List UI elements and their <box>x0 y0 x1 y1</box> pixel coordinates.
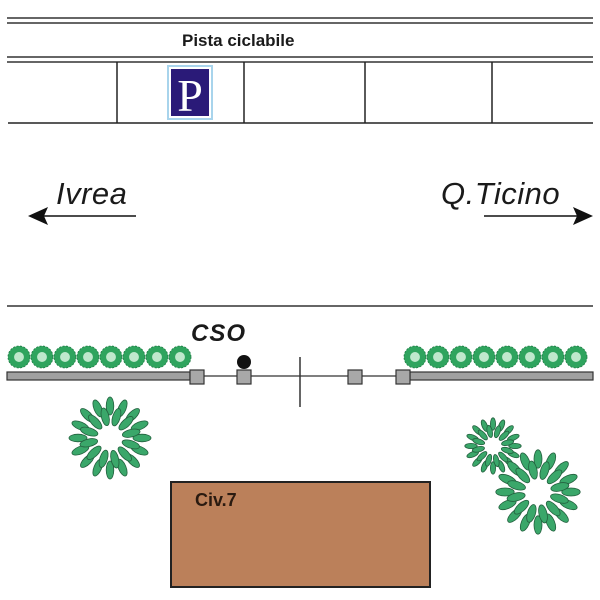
shrub-icon <box>53 345 77 369</box>
wall-left <box>6 371 191 381</box>
cso-marker-icon <box>237 355 251 369</box>
wall-right <box>409 371 594 381</box>
post <box>189 369 205 385</box>
shrub-icon <box>122 345 146 369</box>
building-label: Civ.7 <box>195 490 237 510</box>
direction-label-ticino: Q.Ticino <box>441 176 561 211</box>
shrub-icon <box>403 345 427 369</box>
shrub-icon <box>449 345 473 369</box>
cso-label: CSO <box>191 320 247 347</box>
direction-label-ivrea: Ivrea <box>56 176 128 211</box>
bike-lane-label: Pista ciclabile <box>182 31 295 50</box>
tree-icon <box>464 417 522 475</box>
shrub-icon <box>145 345 169 369</box>
parking-sign-icon: P <box>167 65 213 121</box>
hedge-right <box>403 345 588 369</box>
arrow-right-icon <box>484 207 593 225</box>
svg-text:P: P <box>177 70 203 121</box>
post <box>236 369 252 385</box>
shrub-icon <box>472 345 496 369</box>
shrub-icon <box>76 345 100 369</box>
shrub-icon <box>564 345 588 369</box>
bike-lane-top-border <box>7 17 593 24</box>
bike-lane-bottom-border <box>7 56 593 63</box>
building-civ7 <box>170 481 431 588</box>
shrub-icon <box>541 345 565 369</box>
shrub-icon <box>7 345 31 369</box>
tree-icon <box>495 449 581 535</box>
post <box>395 369 411 385</box>
shrub-icon <box>168 345 192 369</box>
shrub-icon <box>30 345 54 369</box>
shrub-icon <box>495 345 519 369</box>
tree-icon <box>68 396 152 480</box>
shrub-icon <box>518 345 542 369</box>
hedge-left <box>7 345 192 369</box>
arrow-left-icon <box>28 207 136 225</box>
parking-stalls <box>8 62 593 124</box>
shrub-icon <box>426 345 450 369</box>
shrub-icon <box>99 345 123 369</box>
post <box>347 369 363 385</box>
